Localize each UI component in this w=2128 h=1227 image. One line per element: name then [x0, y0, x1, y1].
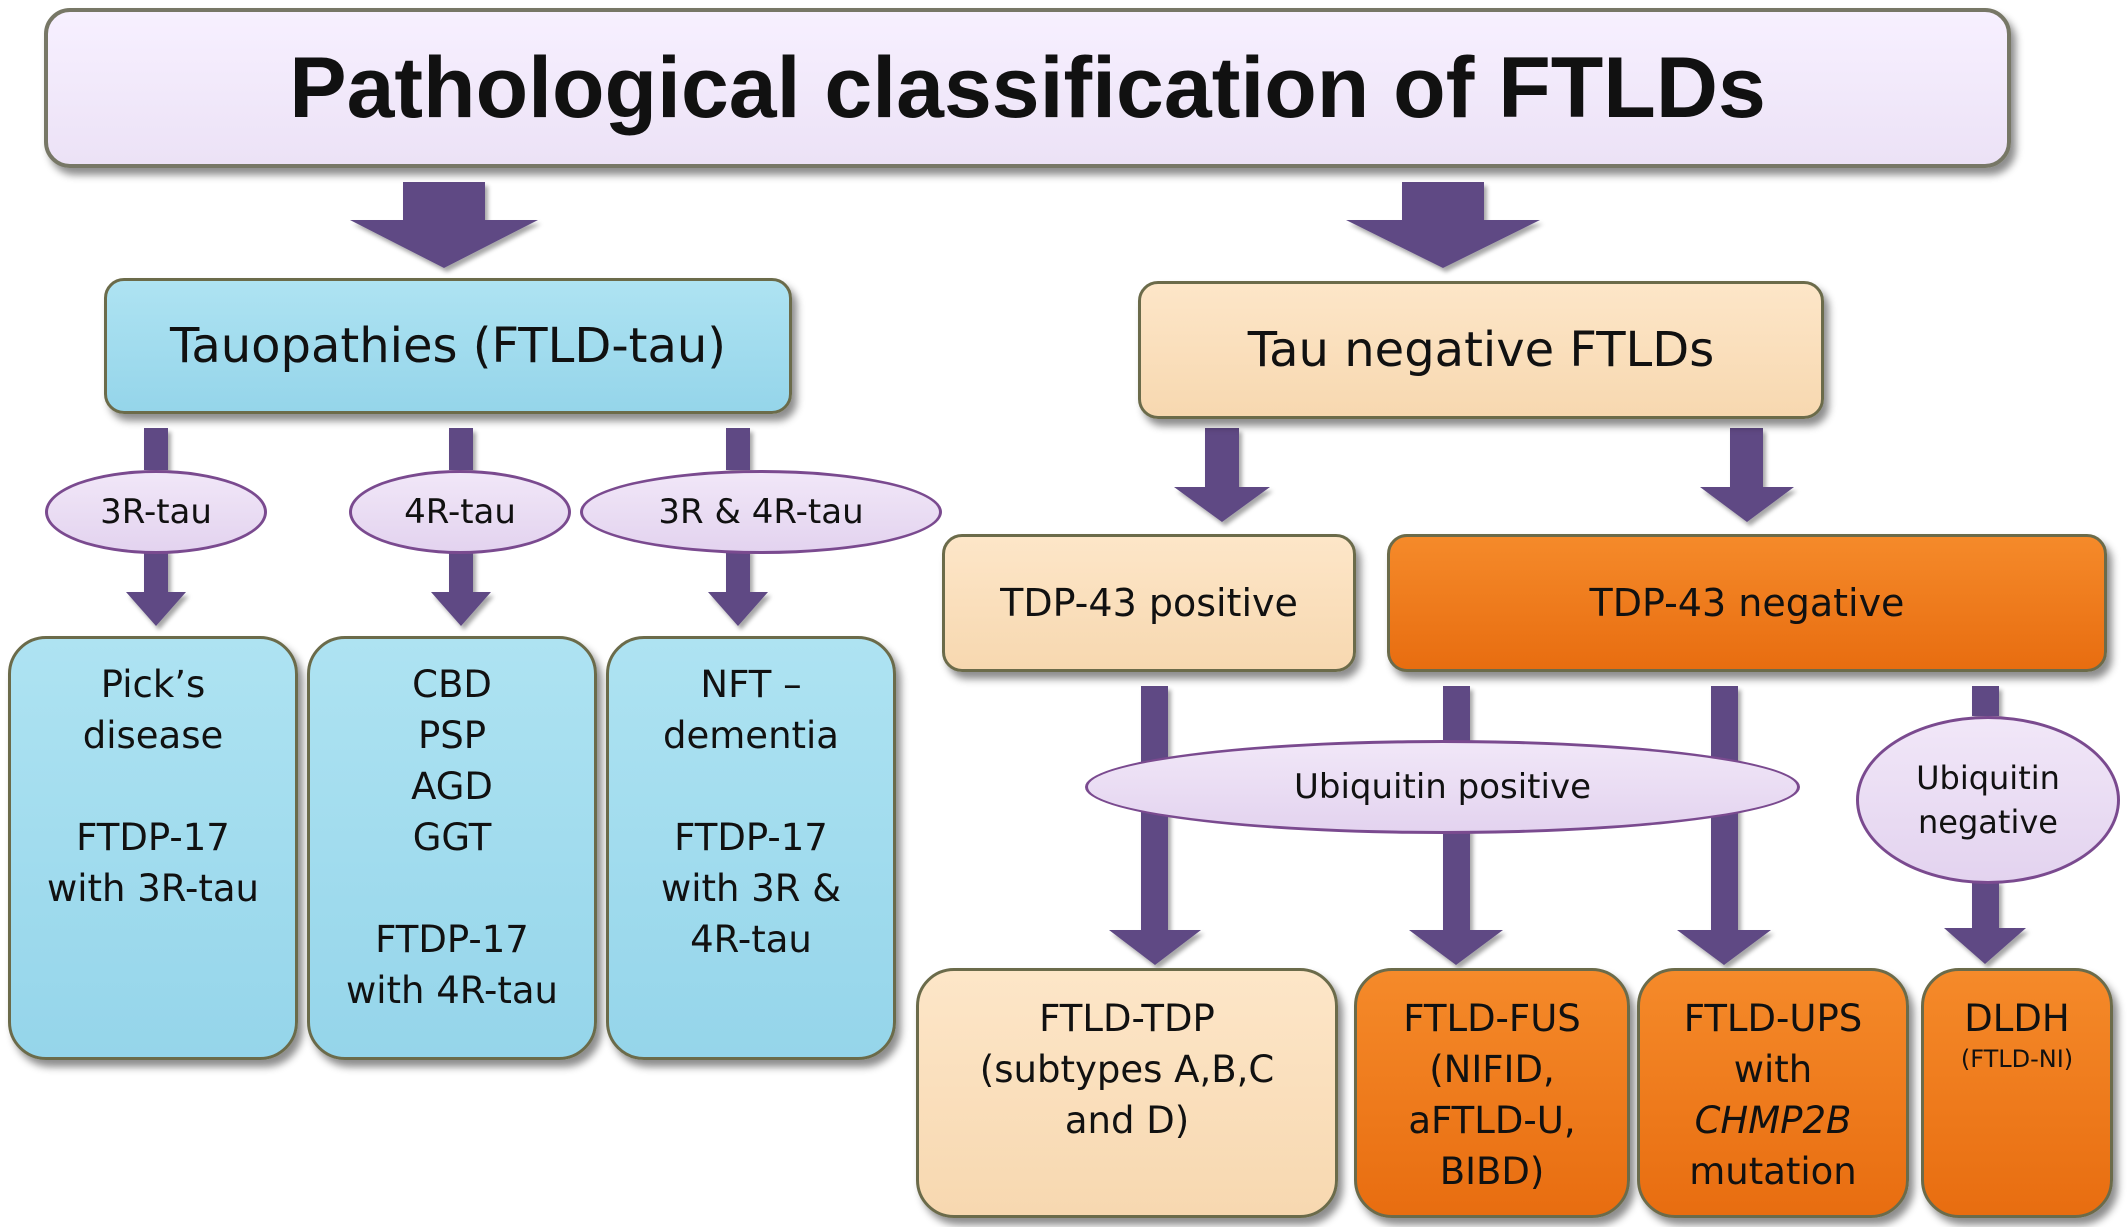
dldh-box: DLDH (FTLD-NI) [1921, 968, 2113, 1218]
ftld-tdp-box: FTLD-TDP (subtypes A,B,C and D) [916, 968, 1338, 1218]
dldh-label: DLDH [1964, 997, 2070, 1040]
isoform-4r-tau: 4R-tau [349, 470, 571, 554]
arrow-ubiquitin-negative-to-dldh [1944, 880, 2026, 964]
tdp43-negative-box: TDP-43 negative [1387, 534, 2107, 672]
arrow-stem-ubiquitin-negative [1972, 686, 1999, 716]
isoform-3r-tau: 3R-tau [45, 470, 267, 554]
ubiquitin-negative-ellipse: Ubiquitin negative [1856, 716, 2120, 884]
tdp43-positive-box: TDP-43 positive [942, 534, 1356, 672]
cbd-psp-box: CBD PSP AGD GGT FTDP-17 with 4R-tau [307, 636, 597, 1060]
ftld-ups-text: FTLD-UPS with CHMP2B mutation [1684, 993, 1863, 1197]
ftld-ups-gene: CHMP2B [1694, 1099, 1852, 1142]
dldh-sub: (FTLD-NI) [1960, 1045, 2074, 1073]
ftld-ups-line2: with [1733, 1048, 1813, 1091]
arrow-4r-to-cbd [431, 548, 491, 626]
isoform-3r-4r-tau: 3R & 4R-tau [580, 470, 942, 554]
arrow-3r-to-picks [126, 548, 186, 626]
arrow-stem-3r [144, 428, 168, 470]
arrow-3r4r-to-nft [708, 548, 768, 626]
dldh-text: DLDH (FTLD-NI) [1961, 993, 2073, 1074]
nft-dementia-box: NFT – dementia FTDP-17 with 3R & 4R-tau [606, 636, 896, 1060]
arrow-to-ftld-ups [1677, 686, 1771, 965]
arrow-title-to-tau-negative [1346, 182, 1540, 268]
arrow-stem-3r4r [726, 428, 750, 470]
arrow-tdp-positive-to-ftld-tdp [1109, 686, 1201, 965]
arrow-stem-4r [449, 428, 473, 470]
picks-disease-box: Pick’s disease FTDP-17 with 3R-tau [8, 636, 298, 1060]
tauopathies-box: Tauopathies (FTLD-tau) [104, 278, 792, 414]
arrow-to-tdp-positive [1174, 428, 1270, 522]
ubiquitin-positive-ellipse: Ubiquitin positive [1085, 740, 1800, 834]
ftld-ups-line1: FTLD-UPS [1683, 997, 1863, 1040]
arrow-to-tdp-negative [1700, 428, 1794, 522]
ftld-ups-line4: mutation [1689, 1150, 1857, 1193]
ftld-fus-box: FTLD-FUS (NIFID, aFTLD-U, BIBD) [1354, 968, 1630, 1218]
arrow-title-to-tauopathies [350, 182, 538, 268]
page-title: Pathological classification of FTLDs [44, 8, 2011, 168]
tau-negative-box: Tau negative FTLDs [1138, 281, 1824, 419]
ftld-ups-box: FTLD-UPS with CHMP2B mutation [1637, 968, 1909, 1218]
